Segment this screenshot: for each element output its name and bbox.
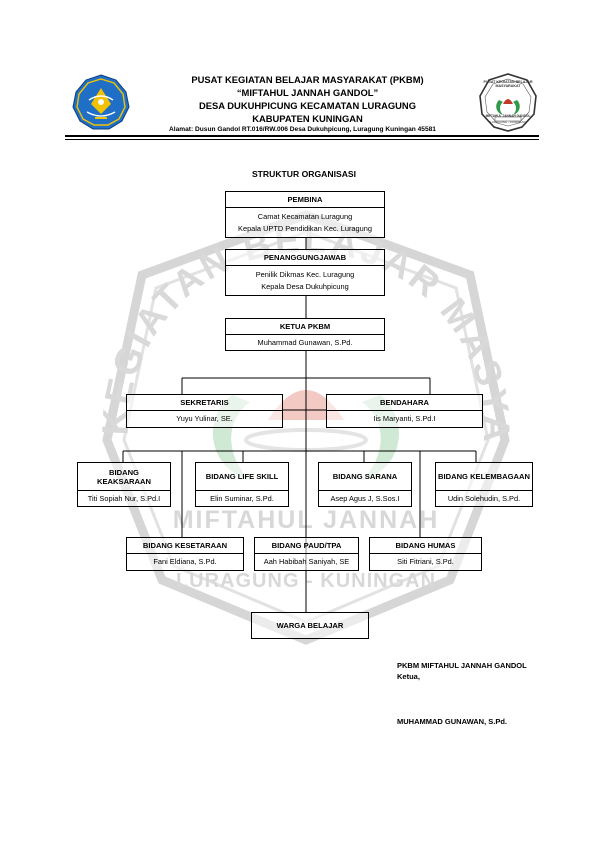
box-bidang-life-skill: BIDANG LIFE SKILL Elin Suminar, S.Pd. bbox=[195, 462, 289, 507]
bidang-keaksaraan-title-line2: KEAKSARAAN bbox=[96, 476, 151, 486]
bidang-life-skill-name: Elin Suminar, S.Pd. bbox=[210, 494, 274, 503]
pembina-name-1: Camat Kecamatan Luragung bbox=[257, 212, 353, 221]
box-bidang-keaksaraan: BIDANG KEAKSARAAN Titi Sopiah Nur, S.Pd.… bbox=[77, 462, 171, 507]
signature-role: Ketua, bbox=[397, 672, 420, 681]
header-rule-thin bbox=[65, 139, 539, 140]
bidang-kelembagaan-title: BIDANG KELEMBAGAAN bbox=[436, 463, 532, 491]
bidang-life-skill-title: BIDANG LIFE SKILL bbox=[196, 463, 288, 491]
box-pembina: PEMBINA Camat Kecamatan Luragung Kepala … bbox=[225, 191, 385, 238]
box-bidang-kelembagaan: BIDANG KELEMBAGAAN Udin Solehudin, S.Pd. bbox=[435, 462, 533, 507]
box-warga-belajar: WARGA BELAJAR bbox=[251, 612, 369, 639]
box-bidang-humas: BIDANG HUMAS Siti Fitriani, S.Pd. bbox=[369, 537, 482, 571]
signature-name: MUHAMMAD GUNAWAN, S.Pd. bbox=[397, 717, 507, 726]
box-ketua: KETUA PKBM Muhammad Gunawan, S.Pd. bbox=[225, 318, 385, 351]
bidang-humas-name: Siti Fitriani, S.Pd. bbox=[397, 557, 454, 566]
bidang-humas-title: BIDANG HUMAS bbox=[370, 538, 481, 554]
bidang-sarana-name: Asep Agus J, S.Sos.I bbox=[330, 494, 400, 503]
header-rule-thick bbox=[65, 135, 539, 137]
box-bidang-paud: BIDANG PAUD/TPA Aah Habibah Saniyah, SE bbox=[254, 537, 359, 571]
box-sekretaris: SEKRETARIS Yuyu Yulinar, SE. bbox=[126, 394, 283, 428]
box-bendahara: BENDAHARA Iis Maryanti, S.Pd.I bbox=[326, 394, 483, 428]
header-line-1: PUSAT KEGIATAN BELAJAR MASYARAKAT (PKBM) bbox=[191, 74, 424, 85]
header-line-3: DESA DUKUHPICUNG KECAMATAN LURAGUNG bbox=[198, 100, 416, 111]
bidang-kesetaraan-name: Fani Eldiana, S.Pd. bbox=[153, 557, 217, 566]
ketua-name: Muhammad Gunawan, S.Pd. bbox=[257, 338, 353, 347]
header-line-2: “MIFTAHUL JANNAH GANDOL” bbox=[236, 87, 379, 98]
box-bidang-kesetaraan: BIDANG KESETARAAN Fani Eldiana, S.Pd. bbox=[126, 537, 244, 571]
right-logo-icon bbox=[479, 73, 537, 132]
right-logo-text-mid: MIFTAHUL JANNAH GANDOL bbox=[485, 114, 531, 118]
bidang-keaksaraan-title: BIDANG KEAKSARAAN bbox=[78, 463, 170, 491]
bidang-sarana-title: BIDANG SARANA bbox=[319, 463, 411, 491]
sekretaris-title: SEKRETARIS bbox=[127, 395, 282, 411]
bendahara-title: BENDAHARA bbox=[327, 395, 482, 411]
warga-belajar-title: WARGA BELAJAR bbox=[276, 621, 344, 630]
penanggungjawab-name-2: Kepala Desa Dukuhpicung bbox=[261, 282, 349, 291]
right-logo-text-top: PUSAT KEGIATAN BELAJAR MASYARAKAT bbox=[483, 80, 533, 88]
box-penanggungjawab: PENANGGUNGJAWAB Penilik Dikmas Kec. Lura… bbox=[225, 249, 385, 296]
pembina-name-2: Kepala UPTD Pendidikan Kec. Luragung bbox=[238, 224, 372, 233]
header-line-4: KABUPATEN KUNINGAN bbox=[252, 113, 363, 124]
pembina-title: PEMBINA bbox=[226, 192, 384, 208]
bidang-keaksaraan-name: Titi Sopiah Nur, S.Pd.I bbox=[87, 494, 161, 503]
bidang-paud-title: BIDANG PAUD/TPA bbox=[255, 538, 358, 554]
right-logo-text-bottom: LURAGUNG - KUNINGAN bbox=[490, 120, 526, 124]
header-address: Alamat: Dusun Gandol RT.016/RW.006 Desa … bbox=[169, 126, 436, 133]
bidang-kesetaraan-title: BIDANG KESETARAAN bbox=[127, 538, 243, 554]
penanggungjawab-title: PENANGGUNGJAWAB bbox=[226, 250, 384, 266]
box-bidang-sarana: BIDANG SARANA Asep Agus J, S.Sos.I bbox=[318, 462, 412, 507]
bidang-keaksaraan-title-line1: BIDANG bbox=[109, 467, 139, 477]
bidang-paud-name: Aah Habibah Saniyah, SE bbox=[263, 557, 350, 566]
ketua-title: KETUA PKBM bbox=[226, 319, 384, 335]
left-logo-icon bbox=[72, 74, 130, 130]
sekretaris-name: Yuyu Yulinar, SE. bbox=[176, 414, 233, 423]
bendahara-name: Iis Maryanti, S.Pd.I bbox=[373, 414, 436, 423]
signature-org: PKBM MIFTAHUL JANNAH GANDOL bbox=[397, 661, 527, 670]
page-title: STRUKTUR ORGANISASI bbox=[251, 169, 357, 179]
penanggungjawab-name-1: Penilik Dikmas Kec. Luragung bbox=[255, 270, 355, 279]
bidang-kelembagaan-name: Udin Solehudin, S.Pd. bbox=[447, 494, 521, 503]
